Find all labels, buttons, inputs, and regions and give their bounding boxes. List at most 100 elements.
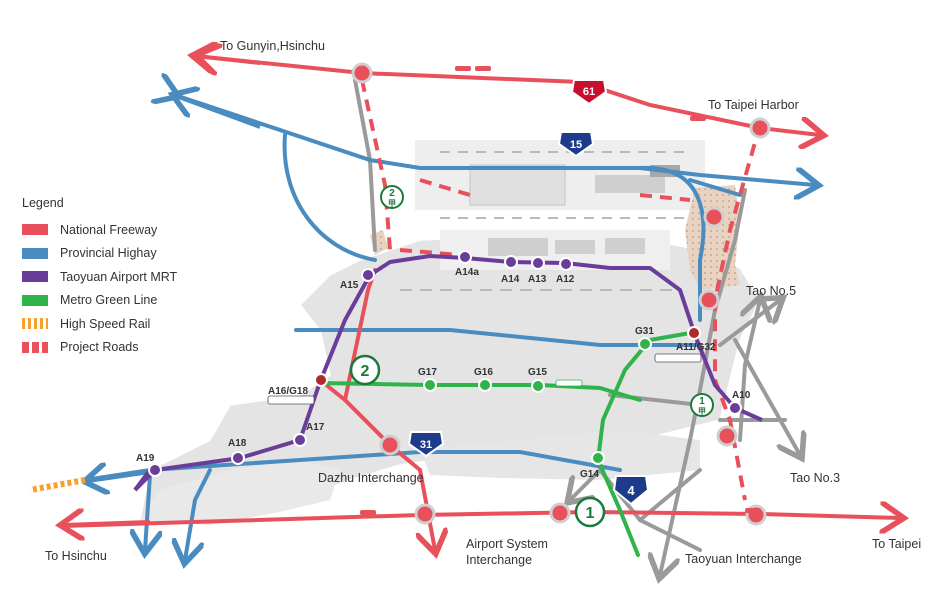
provincial-hwy-west-arrow	[88, 472, 151, 481]
label-airport-system-2: Interchange	[466, 553, 532, 567]
swatch-high-speed-rail	[22, 318, 48, 330]
label-G15: G15	[528, 367, 547, 378]
label-A19: A19	[136, 453, 155, 464]
legend-item-metro-green: Metro Green Line	[22, 289, 212, 313]
provincial-hwy-north-arrow	[176, 96, 261, 129]
station-G15[interactable]	[531, 379, 545, 393]
station-A19[interactable]	[148, 463, 162, 477]
legend-label: Metro Green Line	[60, 293, 158, 308]
label-G16: G16	[474, 367, 493, 378]
label-A16-G18: A16/G18	[268, 386, 308, 397]
place-labels: To Gunyin,Hsinchu To Taipei Harbor Tao N…	[45, 39, 921, 567]
project-roads	[360, 79, 762, 501]
legend: Legend National Freeway Provincial Higha…	[22, 196, 212, 359]
station-A12[interactable]	[559, 257, 573, 271]
svg-text:甲: 甲	[698, 407, 706, 416]
svg-text:1: 1	[699, 396, 705, 407]
flower-marker-2a: 2 甲	[380, 185, 404, 209]
swatch-project-roads	[22, 341, 48, 353]
label-A14a: A14a	[455, 267, 479, 278]
shield-4: 4	[612, 475, 650, 506]
airport-mrt-line	[133, 254, 763, 492]
label-A13: A13	[528, 274, 547, 285]
runway-markings	[400, 151, 690, 291]
mrt-stations	[148, 250, 742, 477]
station-A11-G32[interactable]	[687, 326, 701, 340]
svg-text:甲: 甲	[388, 199, 396, 208]
transfer-badge-west	[267, 395, 315, 405]
station-G16[interactable]	[478, 378, 492, 392]
station-G14[interactable]	[591, 451, 605, 465]
label-to-gunyin: To Gunyin,Hsinchu	[220, 39, 325, 53]
station-A14a[interactable]	[458, 250, 472, 264]
legend-label: National Freeway	[60, 222, 158, 237]
station-A10[interactable]	[728, 401, 742, 415]
airport-mrt-branch	[133, 468, 152, 492]
swatch-metro-green	[22, 294, 48, 306]
station-A13[interactable]	[531, 256, 545, 270]
station-labels: A19 A18 A17 A16/G18 A15 A14a A14 A13 A12…	[136, 267, 751, 480]
flower-marker-1: 1	[574, 496, 606, 528]
label-tao-no5: Tao No.5	[746, 284, 796, 298]
label-taoyuan-interchange: Taoyuan Interchange	[685, 552, 802, 566]
swatch-airport-mrt	[22, 271, 48, 283]
free-trade-zone	[685, 185, 740, 290]
station-A14[interactable]	[504, 255, 518, 269]
car-icons	[360, 66, 761, 515]
shield-31: 31	[407, 431, 445, 458]
label-dazhu-interchange: Dazhu Interchange	[318, 471, 424, 485]
shield-61: 61	[570, 79, 608, 106]
svg-text:2: 2	[389, 188, 395, 199]
station-G31[interactable]	[638, 337, 652, 351]
legend-label: Taoyuan Airport MRT	[60, 269, 178, 284]
label-A12: A12	[556, 274, 575, 285]
label-A17: A17	[306, 422, 325, 433]
south-land-area	[420, 430, 700, 480]
svg-text:15: 15	[570, 139, 582, 151]
legend-label: High Speed Rail	[60, 316, 151, 331]
legend-title: Legend	[22, 196, 64, 210]
legend-label: Provincial Highay	[60, 246, 157, 261]
shield-15: 15	[557, 131, 595, 158]
flower-marker-2: 2	[349, 354, 381, 386]
west-land-area	[140, 460, 340, 525]
svg-text:2: 2	[361, 363, 370, 380]
station-A16-G18[interactable]	[314, 373, 328, 387]
freeway-west-arrow	[64, 522, 151, 525]
label-to-hsinchu: To Hsinchu	[45, 549, 107, 563]
svg-text:61: 61	[583, 86, 595, 98]
label-tao-no3: Tao No.3	[790, 471, 840, 485]
high-speed-rail	[29, 477, 86, 493]
transfer-badge-east	[654, 353, 702, 363]
label-G31: G31	[635, 326, 654, 337]
swatch-national-freeway	[22, 224, 48, 236]
label-airport-system-1: Airport System	[466, 537, 548, 551]
legend-item-national-freeway: National Freeway	[22, 218, 212, 242]
flower-marker-1a: 1 甲	[690, 393, 714, 417]
svg-text:4: 4	[627, 483, 635, 498]
label-A10: A10	[732, 390, 751, 401]
station-G17[interactable]	[423, 378, 437, 392]
legend-label: Project Roads	[60, 340, 139, 355]
freeway-gunyin-arrow	[196, 56, 261, 63]
label-G17: G17	[418, 367, 437, 378]
label-A11-G32: A11/G32	[676, 342, 716, 353]
freeway-interchanges	[351, 62, 771, 526]
label-to-taipei-harbor: To Taipei Harbor	[708, 98, 799, 112]
train-badge	[555, 379, 583, 387]
legend-item-project-roads: Project Roads	[22, 336, 212, 360]
swatch-provincial-highway	[22, 247, 48, 259]
station-A17[interactable]	[293, 433, 307, 447]
legend-item-high-speed-rail: High Speed Rail	[22, 312, 212, 336]
label-A15: A15	[340, 280, 359, 291]
label-A14: A14	[501, 274, 520, 285]
svg-text:31: 31	[420, 439, 432, 451]
label-A18: A18	[228, 438, 247, 449]
station-A18[interactable]	[231, 451, 245, 465]
legend-item-provincial-highway: Provincial Highay	[22, 242, 212, 266]
svg-text:1: 1	[586, 505, 595, 522]
label-to-taipei: To Taipei	[872, 537, 921, 551]
station-A15[interactable]	[361, 268, 375, 282]
local-roads	[353, 78, 800, 575]
